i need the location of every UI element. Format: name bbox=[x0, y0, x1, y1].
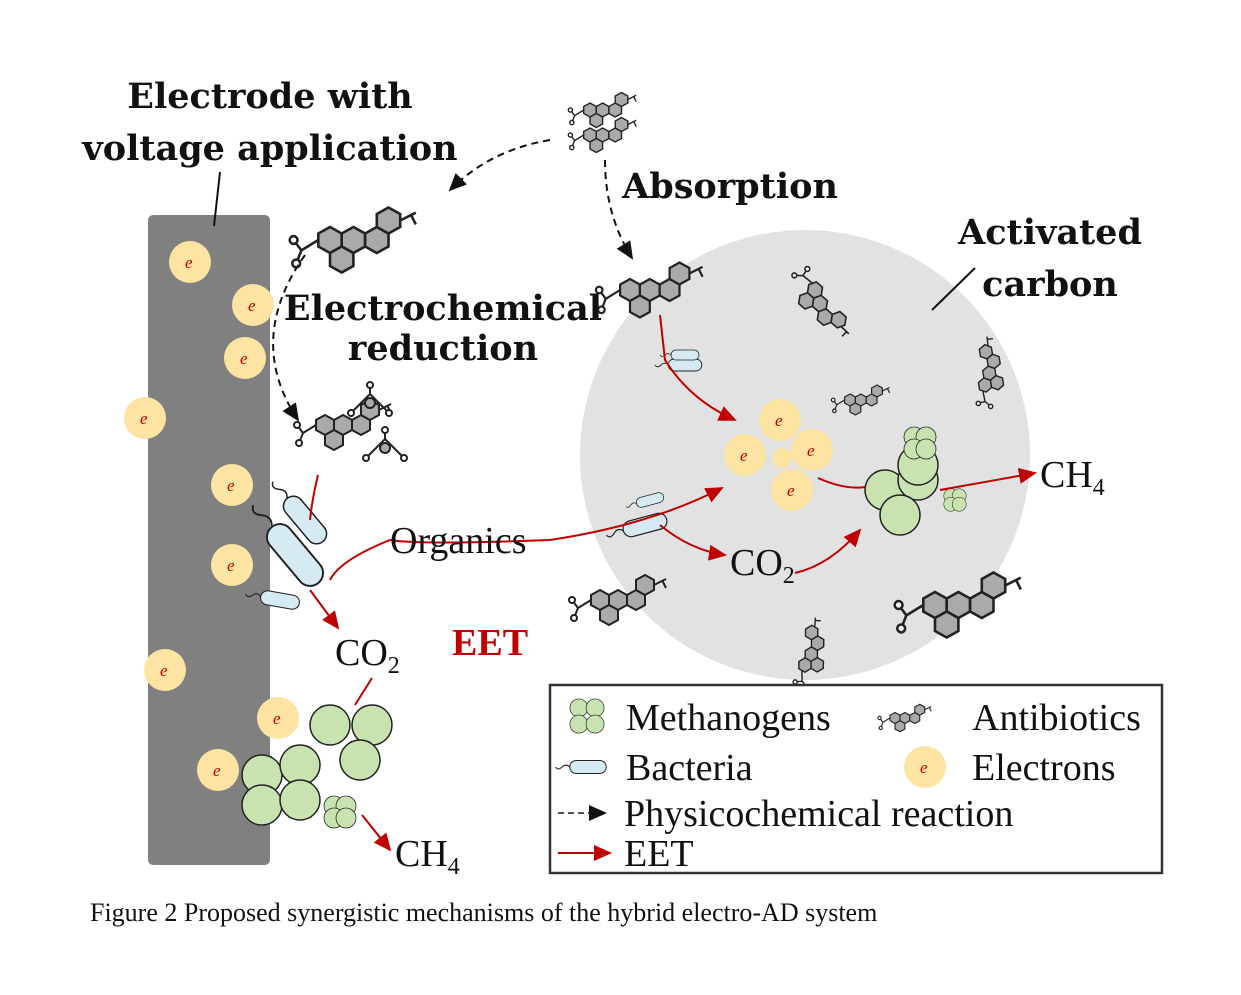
electron-icon: e bbox=[197, 749, 239, 791]
legend-bacteria: Bacteria bbox=[626, 747, 753, 789]
legend: Methanogens Antibiotics Bacteria e Elect… bbox=[548, 683, 1164, 875]
electrons: e e e e e e e e e bbox=[124, 241, 299, 791]
electron-icon: e bbox=[224, 337, 266, 379]
ch4-right-label: CH4 bbox=[1040, 454, 1105, 501]
electron-cluster: e e e e bbox=[724, 399, 833, 511]
carbon-pointer bbox=[931, 267, 976, 311]
electrode-label-2: voltage application bbox=[81, 128, 457, 169]
electron-icon: e bbox=[257, 697, 299, 739]
legend-antibiotics: Antibiotics bbox=[972, 697, 1141, 739]
legend-physicochemical: Physicochemical reaction bbox=[624, 793, 1013, 835]
svg-text:e: e bbox=[227, 556, 235, 575]
legend-methanogens: Methanogens bbox=[626, 697, 831, 739]
legend-eet: EET bbox=[624, 833, 694, 875]
dashed-arrow-to-electrode bbox=[448, 139, 551, 192]
legend-electrons: Electrons bbox=[972, 747, 1116, 789]
electron-icon: e bbox=[144, 649, 186, 691]
electron-legend-icon: e bbox=[904, 746, 946, 788]
svg-text:e: e bbox=[248, 296, 256, 315]
svg-text:e: e bbox=[160, 661, 168, 680]
dashed-arrow-reduction bbox=[272, 254, 306, 422]
eet-arrows bbox=[309, 314, 1037, 852]
absorption-label: Absorption bbox=[621, 166, 838, 207]
svg-text:e: e bbox=[227, 476, 235, 495]
activated-carbon-label-2: carbon bbox=[982, 264, 1118, 305]
organics-label: Organics bbox=[390, 520, 527, 562]
svg-text:e: e bbox=[807, 441, 815, 460]
svg-text:e: e bbox=[140, 409, 148, 428]
svg-text:e: e bbox=[787, 481, 795, 500]
electrode-pointer bbox=[213, 171, 221, 227]
ch4-left-label: CH4 bbox=[395, 833, 460, 880]
svg-text:e: e bbox=[775, 411, 783, 430]
electron-icon: e bbox=[211, 464, 253, 506]
svg-text:e: e bbox=[213, 761, 221, 780]
eet-label: EET bbox=[452, 622, 528, 664]
activated-carbon-label-1: Activated bbox=[957, 212, 1142, 253]
co2-left-label: CO2 bbox=[335, 632, 400, 679]
svg-text:e: e bbox=[920, 758, 928, 777]
svg-text:e: e bbox=[240, 349, 248, 368]
electron-icon: e bbox=[124, 397, 166, 439]
svg-text:e: e bbox=[273, 709, 281, 728]
electrochemical-label-1: Electrochemical bbox=[284, 288, 602, 329]
svg-text:e: e bbox=[185, 253, 193, 272]
electrode-label-1: Electrode with bbox=[127, 76, 412, 117]
electron-icon: e bbox=[232, 284, 274, 326]
co2-mid-label: CO2 bbox=[730, 542, 795, 589]
svg-text:e: e bbox=[740, 446, 748, 465]
electron-icon: e bbox=[211, 544, 253, 586]
electron-icon: e bbox=[169, 241, 211, 283]
figure-caption: Figure 2 Proposed synergistic mechanisms… bbox=[90, 898, 878, 927]
electrochemical-label-2: reduction bbox=[348, 328, 538, 369]
dashed-arrow-absorption bbox=[604, 159, 634, 260]
